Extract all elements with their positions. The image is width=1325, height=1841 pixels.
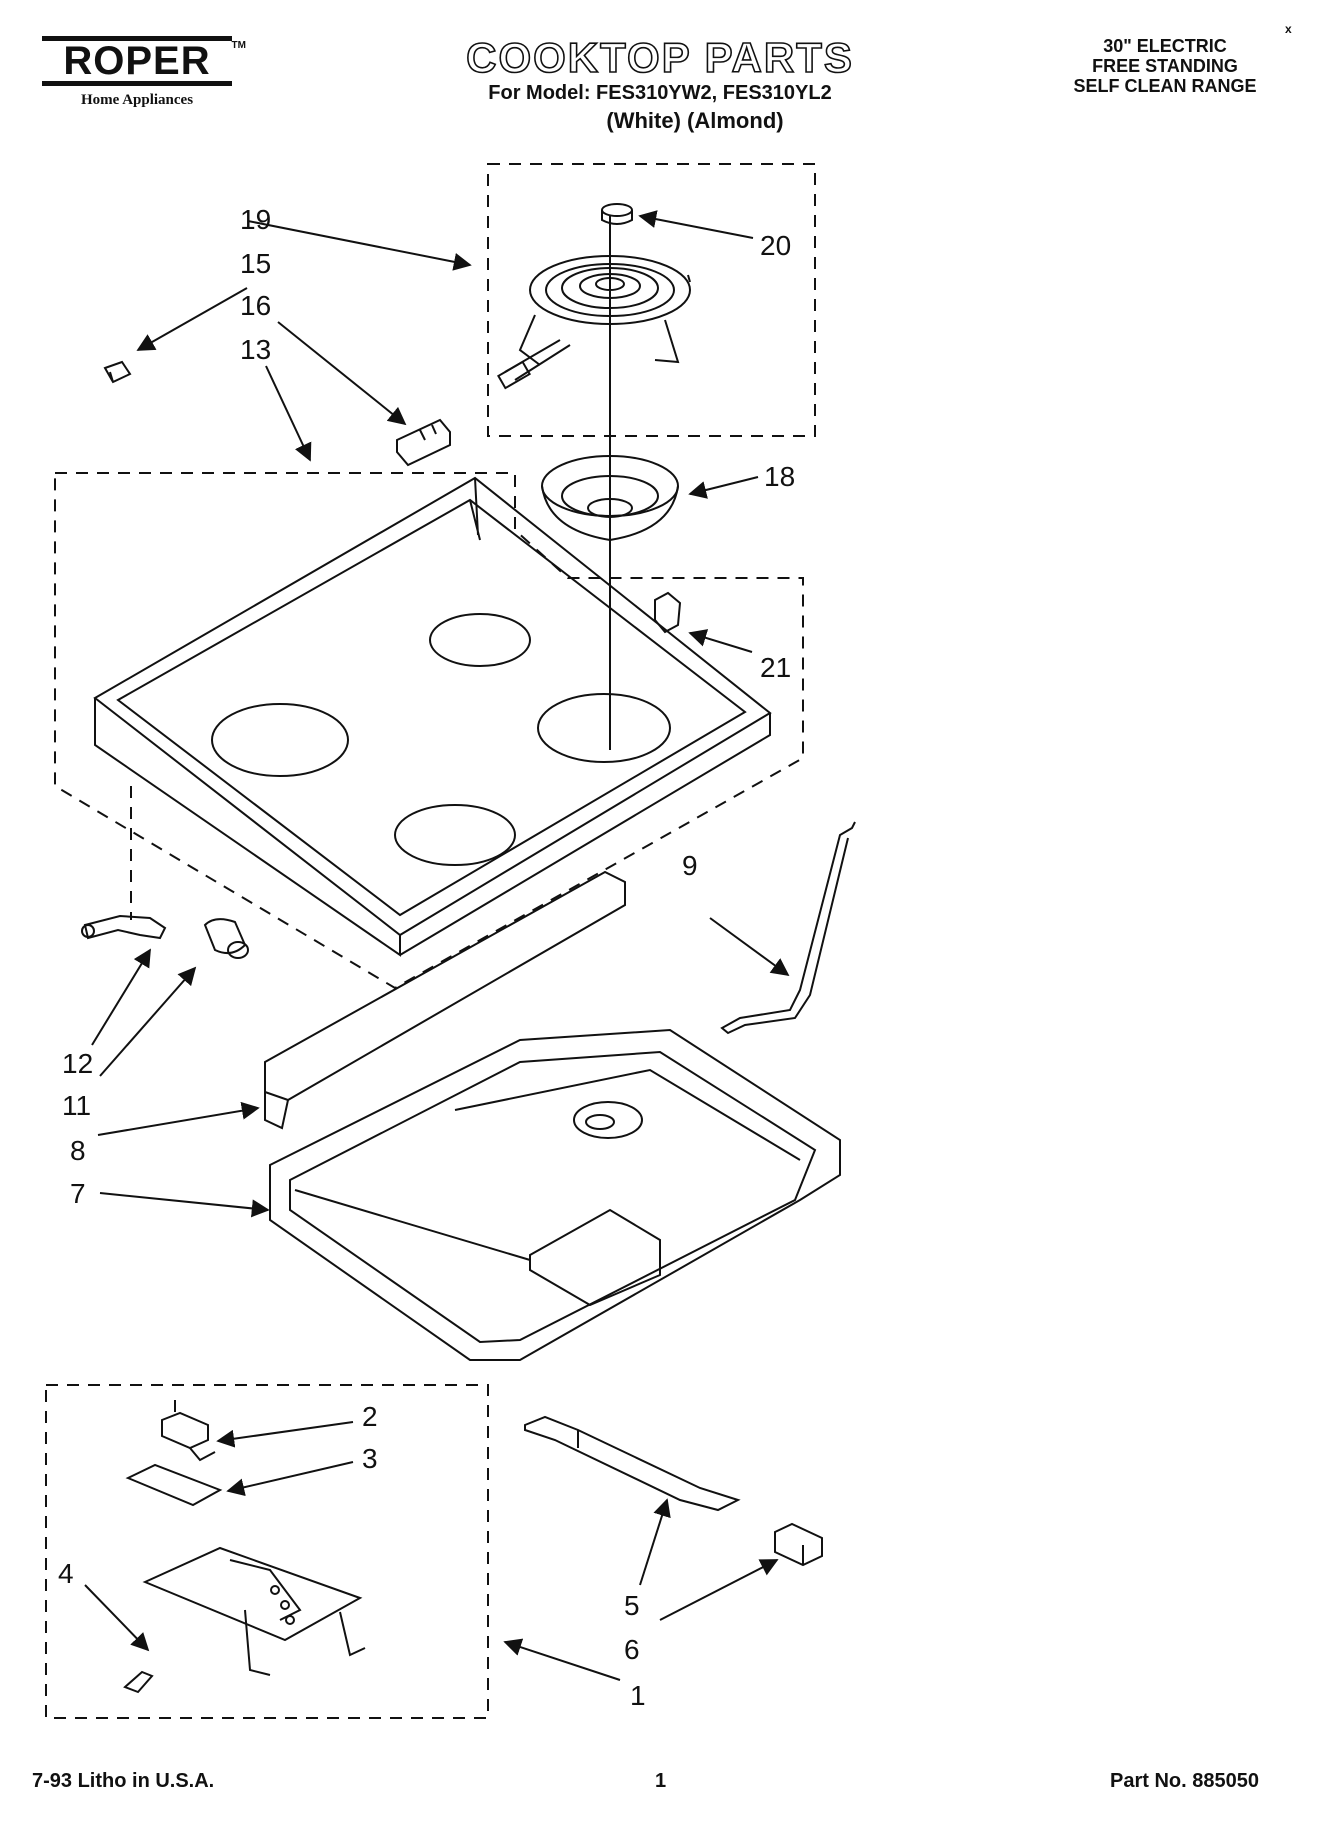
part-number: Part No. 885050 <box>1110 1770 1259 1792</box>
support-rod <box>720 821 856 1035</box>
callout-1: 1 <box>630 1680 646 1711</box>
bracket-clip <box>654 591 682 634</box>
mounting-strap <box>524 1415 741 1512</box>
callout-20: 20 <box>760 230 792 261</box>
mounting-plate <box>125 1463 223 1507</box>
element-cap <box>601 203 633 225</box>
control-bracket-assembly <box>142 1546 366 1676</box>
brand-logo: ROPER TM Home Appliances <box>42 36 246 109</box>
surface-element <box>497 255 691 390</box>
clip-part <box>103 360 132 384</box>
model-line: For Model: FES310YW2, FES310YL2 <box>488 82 832 104</box>
callout-6: 6 <box>624 1634 640 1665</box>
page-number: 1 <box>655 1770 667 1792</box>
callout-15: 15 <box>240 248 272 279</box>
drip-bowl <box>541 455 679 542</box>
brand-subtitle: Home Appliances <box>80 92 194 108</box>
callout-18: 18 <box>764 461 796 492</box>
title-block: COOKTOP PARTS For Model: FES310YW2, FES3… <box>420 34 900 136</box>
infinite-switch <box>161 1400 216 1462</box>
color-variants: (White) (Almond) <box>606 108 784 133</box>
leader-lines <box>84 210 790 1681</box>
callout-2: 2 <box>362 1401 378 1432</box>
range-type: 30" ELECTRIC FREE STANDING SELF CLEAN RA… <box>1030 36 1300 96</box>
group-box-controls <box>45 1384 489 1719</box>
trademark-mark: TM <box>231 40 246 51</box>
rear-trim-panel <box>264 870 626 1130</box>
callout-9: 9 <box>682 850 698 881</box>
range-type-line-1: 30" ELECTRIC <box>1103 36 1227 56</box>
callout-7: 7 <box>70 1178 86 1209</box>
callout-4: 4 <box>58 1558 74 1589</box>
burner-box <box>269 1028 841 1361</box>
clip-block <box>774 1522 823 1567</box>
group-box-element <box>487 163 816 437</box>
callout-19: 19 <box>240 204 272 235</box>
range-type-line-3: SELF CLEAN RANGE <box>1073 76 1257 96</box>
group-box-cooktop <box>54 472 804 990</box>
callout-21: 21 <box>760 652 792 683</box>
litho-note: 7-93 Litho in U.S.A. <box>32 1770 215 1792</box>
terminal-lead <box>81 914 167 940</box>
corner-mark: x <box>1285 22 1292 36</box>
cooktop-panel <box>93 476 772 957</box>
callout-11: 11 <box>62 1090 92 1121</box>
callout-5: 5 <box>624 1590 640 1621</box>
page-title: COOKTOP PARTS <box>465 34 854 81</box>
insulator-sleeve <box>203 918 249 959</box>
heat-shield-clip <box>123 1670 154 1694</box>
callout-3: 3 <box>362 1443 378 1474</box>
brand-name: ROPER <box>42 36 232 86</box>
range-type-line-2: FREE STANDING <box>1092 56 1238 76</box>
callout-12: 12 <box>62 1048 94 1079</box>
callout-8: 8 <box>70 1135 86 1166</box>
terminal-block <box>396 418 451 467</box>
callout-13: 13 <box>240 334 272 365</box>
callout-16: 16 <box>240 290 272 321</box>
